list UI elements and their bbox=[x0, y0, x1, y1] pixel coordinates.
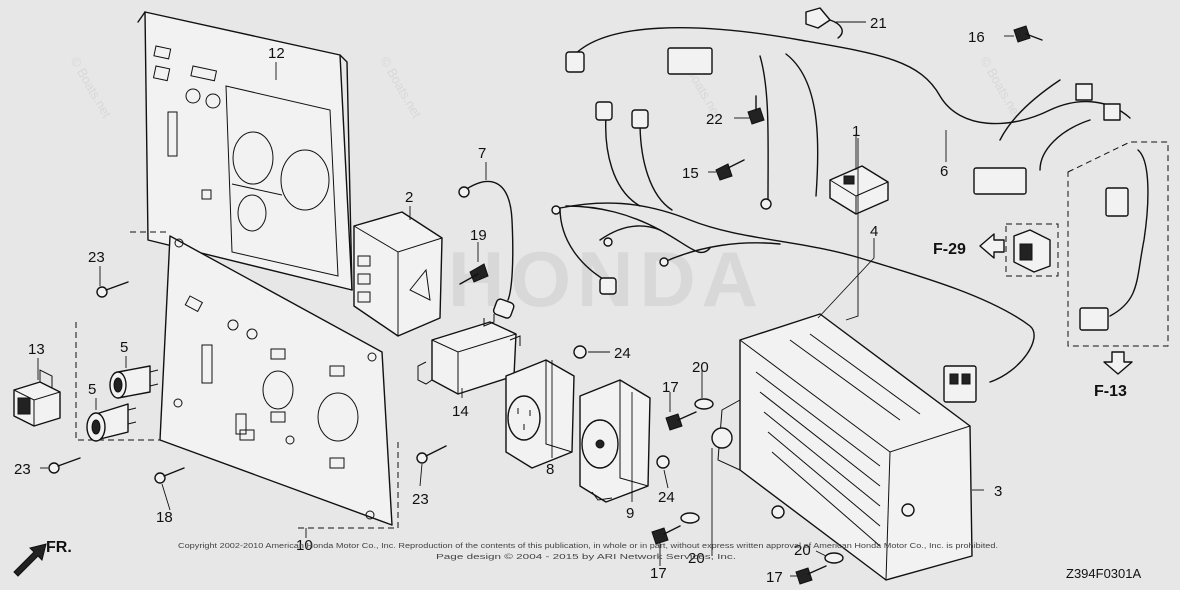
part-1-connector bbox=[829, 165, 889, 215]
part-15-screw bbox=[715, 159, 745, 181]
part-label-10: 10 bbox=[296, 537, 313, 554]
part-17-bolt-bottom bbox=[795, 565, 827, 585]
part-17-bolt-middle bbox=[651, 525, 681, 545]
part-label-8: 8 bbox=[546, 461, 554, 478]
part-label-7: 7 bbox=[478, 145, 486, 162]
part-label-20-bottom: 20 bbox=[794, 542, 811, 559]
front-direction-label: FR. bbox=[46, 539, 72, 556]
part-14-breaker bbox=[417, 314, 521, 395]
part-20-washer-top bbox=[694, 398, 714, 410]
part-7-wire bbox=[458, 180, 515, 319]
part-label-15: 15 bbox=[682, 165, 699, 182]
part-label-4: 4 bbox=[870, 223, 878, 240]
part-label-14: 14 bbox=[452, 403, 469, 420]
part-16-screw bbox=[1013, 25, 1043, 43]
part-3-inverter bbox=[711, 313, 973, 581]
watermark-tile: © Boats.net bbox=[977, 54, 1024, 121]
part-20-washer-bottom bbox=[824, 552, 844, 564]
part-13-switch bbox=[13, 369, 61, 427]
part-label-5-top: 5 bbox=[120, 339, 128, 356]
reference-label-f13: F-13 bbox=[1094, 383, 1127, 400]
watermark-tile: © Boats.net bbox=[377, 54, 424, 121]
part-label-23-right: 23 bbox=[412, 491, 429, 508]
part-10-control-panel bbox=[75, 231, 399, 529]
part-8-receptacle bbox=[505, 359, 575, 469]
part-5-socket-top bbox=[109, 365, 159, 399]
f29-arrow-icon bbox=[979, 233, 1005, 259]
part-21-clamp bbox=[805, 7, 843, 39]
part-9-receptacle bbox=[579, 379, 651, 503]
part-label-22: 22 bbox=[706, 111, 723, 128]
watermark-tile: © Boats.net bbox=[67, 54, 114, 121]
part-5-socket-bottom bbox=[86, 403, 137, 442]
part-label-12: 12 bbox=[268, 45, 285, 62]
part-label-20-top: 20 bbox=[692, 359, 709, 376]
part-24-nut-bottom bbox=[656, 455, 670, 469]
diagram-code: Z394F0301A bbox=[1066, 566, 1141, 581]
part-6-wire-harness bbox=[565, 27, 1131, 210]
part-label-16: 16 bbox=[968, 29, 985, 46]
f29-detail-box bbox=[1005, 223, 1059, 277]
part-4-wire-harness bbox=[551, 101, 1035, 403]
part-19-screw bbox=[459, 263, 489, 285]
part-label-24-bottom: 24 bbox=[658, 489, 675, 506]
part-number-labels: 12 7 2 19 23 13 5 5 23 18 10 23 14 8 24 … bbox=[14, 15, 1002, 586]
part-label-18: 18 bbox=[156, 509, 173, 526]
part-label-2: 2 bbox=[405, 189, 413, 206]
part-label-17-top: 17 bbox=[662, 379, 679, 396]
part-label-5-bottom: 5 bbox=[88, 381, 96, 398]
part-label-21: 21 bbox=[870, 15, 887, 32]
part-23-screw-top bbox=[96, 281, 129, 298]
part-2-box bbox=[353, 211, 443, 337]
part-20-washer-middle bbox=[680, 512, 700, 524]
part-12-label-sheet bbox=[137, 11, 353, 291]
f13-arrow-icon bbox=[1103, 351, 1133, 375]
part-label-3: 3 bbox=[994, 483, 1002, 500]
part-label-20-middle: 20 bbox=[688, 550, 705, 567]
part-label-6: 6 bbox=[940, 163, 948, 180]
part-label-23-left: 23 bbox=[14, 461, 31, 478]
front-arrow-icon bbox=[13, 543, 47, 577]
part-18-screw bbox=[154, 467, 185, 484]
part-label-13: 13 bbox=[28, 341, 45, 358]
part-24-nut-top bbox=[573, 345, 587, 359]
part-23-screw-left bbox=[48, 457, 81, 474]
part-22-screw bbox=[747, 95, 765, 125]
part-label-23-top: 23 bbox=[88, 249, 105, 266]
copyright-line-2: Page design © 2004 - 2015 by ARI Network… bbox=[436, 553, 736, 561]
part-label-9: 9 bbox=[626, 505, 634, 522]
part-label-24-top: 24 bbox=[614, 345, 631, 362]
part-label-1: 1 bbox=[852, 123, 860, 140]
part-label-17-middle: 17 bbox=[650, 565, 667, 582]
part-23-screw-right bbox=[416, 445, 447, 464]
part-17-bolt-top bbox=[665, 411, 697, 431]
part-label-19: 19 bbox=[470, 227, 487, 244]
part-label-17-bottom: 17 bbox=[766, 569, 783, 586]
reference-label-f29: F-29 bbox=[933, 241, 966, 258]
leader-lines bbox=[37, 21, 1014, 577]
copyright-line-1: Copyright 2002-2010 American Honda Motor… bbox=[178, 543, 998, 550]
f13-detail-box bbox=[1067, 141, 1169, 347]
